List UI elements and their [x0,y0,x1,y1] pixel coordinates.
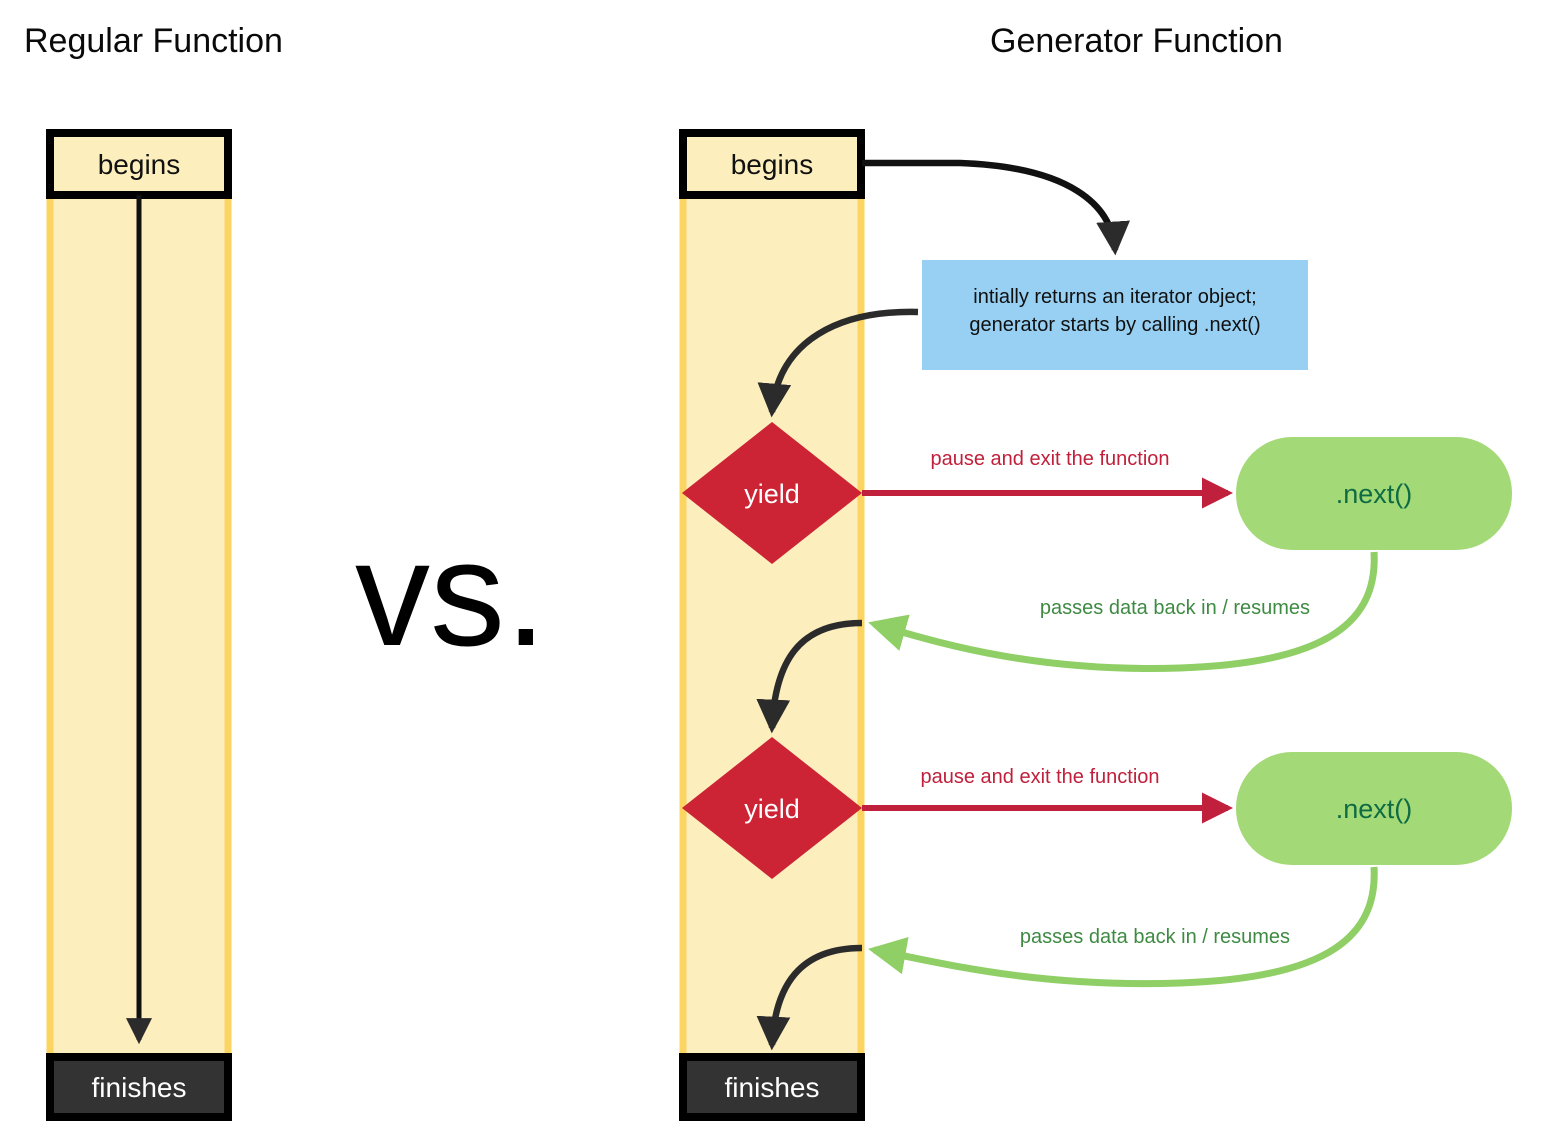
note-to-yield1-arrow [757,308,919,418]
generator-step-1: yield pause and exit the function .next(… [682,422,1512,672]
resume-label-2: passes data back in / resumes [1020,926,1290,948]
iterator-note-line2: generator starts by calling .next() [969,314,1260,336]
yield-diamond-2 [682,737,862,879]
resume-label-1: passes data back in / resumes [1040,597,1310,619]
generator-begins-label: begins [731,149,814,180]
iterator-note: intially returns an iterator object; gen… [922,260,1308,370]
generator-begins-box [679,129,865,199]
generator-step-2: yield pause and exit the function .next(… [682,737,1512,988]
regular-begins-label: begins [98,149,181,180]
next-pill-2 [1236,752,1512,865]
generator-finishes-label: finishes [725,1072,820,1103]
regular-function-column: begins finishes [46,129,232,1121]
iterator-note-box [922,260,1308,370]
page-title-regular: Regular Function [24,22,283,60]
pause-label-1: pause and exit the function [930,448,1169,470]
iterator-note-line1: intially returns an iterator object; [973,286,1256,308]
vs-label: vs. [355,509,547,677]
resume2-to-finishes-arrow [756,944,863,1051]
begins-to-note-arrow [862,159,1130,256]
resume-arrow-1 [868,551,1378,672]
yield-label-1: yield [744,479,800,509]
next-label-2: .next() [1336,794,1413,824]
next-label-1: .next() [1336,479,1413,509]
resume1-to-yield2-arrow [756,619,863,734]
next-pill-1 [1236,437,1512,550]
page-title-generator: Generator Function [990,22,1283,60]
generator-finishes-box [679,1053,865,1121]
regular-finishes-box [46,1053,232,1121]
yield-diamond-1 [682,422,862,564]
resume-arrow-2 [868,866,1378,988]
regular-finishes-label: finishes [92,1072,187,1103]
pause-label-2: pause and exit the function [920,766,1159,788]
yield-label-2: yield [744,794,800,824]
